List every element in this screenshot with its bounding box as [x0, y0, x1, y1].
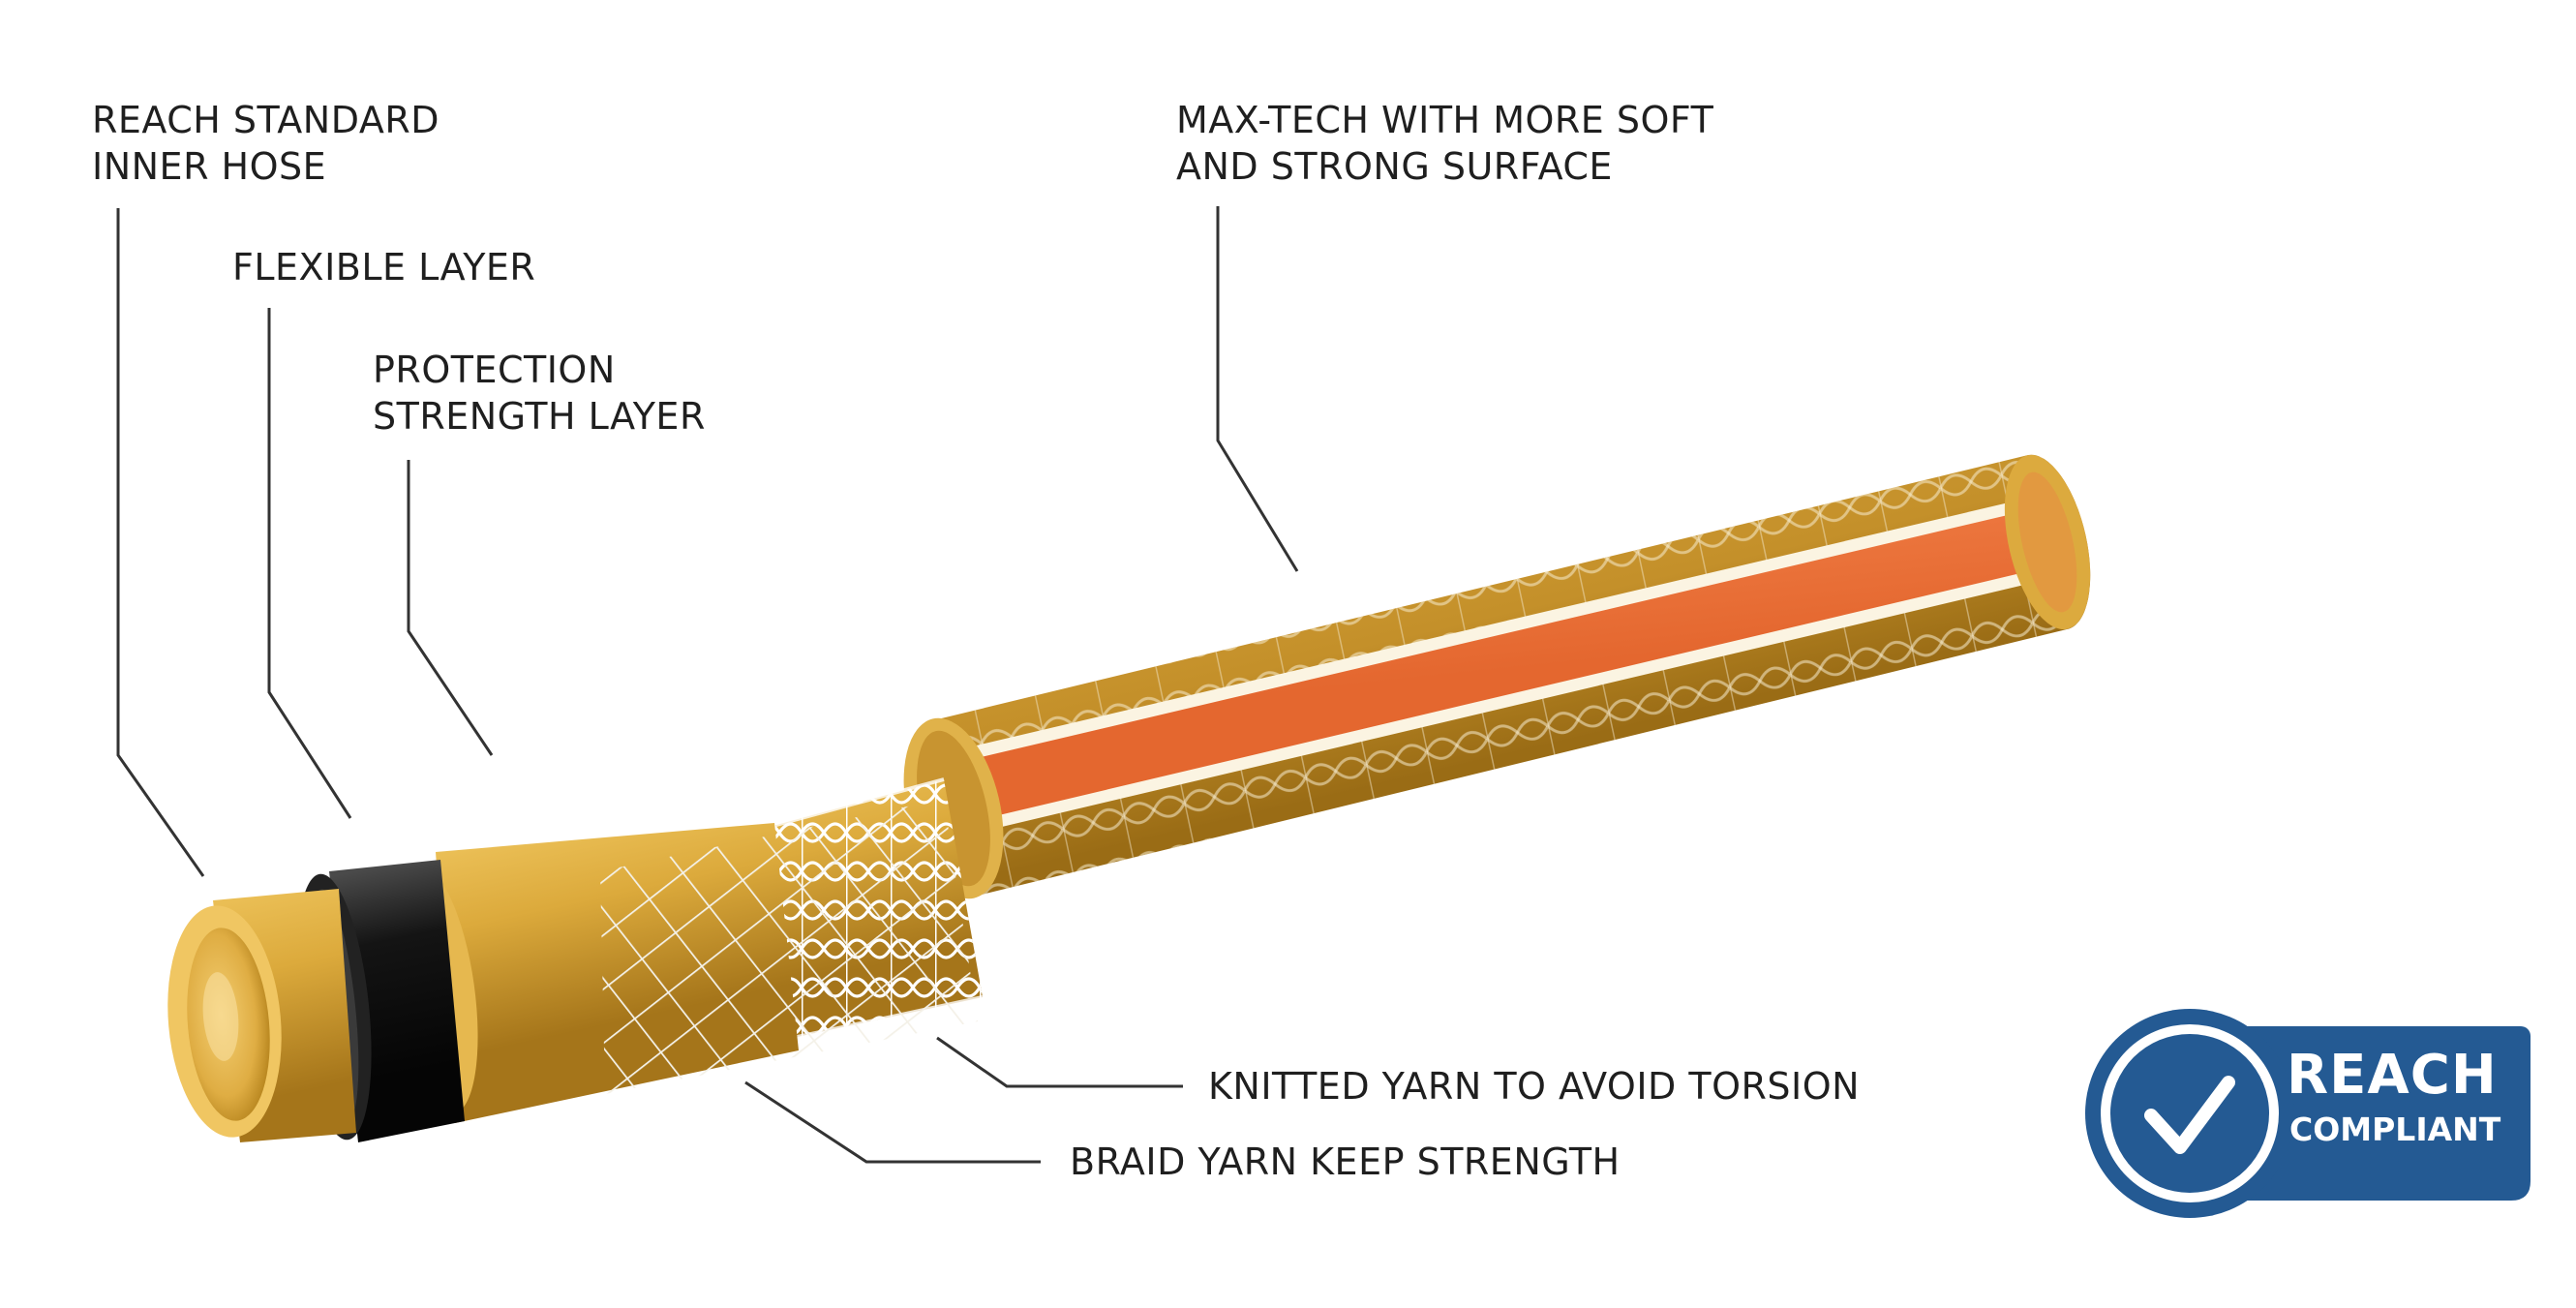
callout-inner-hose: REACH STANDARD INNER HOSE [92, 97, 439, 190]
callout-protection-layer-line2: STRENGTH LAYER [373, 395, 706, 438]
callout-braid-yarn-line1: BRAID YARN KEEP STRENGTH [1070, 1141, 1621, 1183]
leader-protection-layer [407, 460, 494, 756]
callout-flexible-layer: FLEXIBLE LAYER [232, 244, 535, 290]
callout-inner-hose-line1: REACH STANDARD [92, 99, 439, 141]
callout-flexible-layer-line1: FLEXIBLE LAYER [232, 246, 536, 289]
inner-hose [167, 889, 356, 1142]
callout-knitted-yarn: KNITTED YARN TO AVOID TORSION [1208, 1063, 1860, 1110]
leader-knitted-yarn [936, 1036, 1183, 1088]
outer-jacket [929, 454, 2091, 896]
callout-braid-yarn: BRAID YARN KEEP STRENGTH [1070, 1139, 1621, 1185]
reach-badge-shape [2085, 1009, 2531, 1218]
callout-inner-hose-line2: INNER HOSE [92, 145, 327, 188]
braid-yarn-layer [436, 799, 978, 1123]
callout-knitted-yarn-line1: KNITTED YARN TO AVOID TORSION [1208, 1065, 1861, 1108]
badge-subtitle: COMPLIANT [2289, 1110, 2501, 1148]
callout-max-tech-line1: MAX-TECH WITH MORE SOFT [1176, 99, 1714, 141]
badge-title: REACH [2287, 1044, 2498, 1107]
leader-flexible-layer [267, 308, 352, 819]
callout-protection-layer-line1: PROTECTION [373, 349, 616, 391]
callout-protection-layer: PROTECTION STRENGTH LAYER [373, 347, 706, 440]
leader-braid-yarn [744, 1080, 1041, 1164]
leader-inner-hose [116, 208, 205, 877]
callout-max-tech: MAX-TECH WITH MORE SOFT AND STRONG SURFA… [1176, 97, 1713, 190]
leader-lines [116, 206, 1299, 1164]
checkmark-icon [2144, 1076, 2235, 1154]
reach-compliant-badge: REACH COMPLIANT [2083, 1007, 2548, 1220]
leader-max-tech [1216, 206, 1299, 572]
callout-max-tech-line2: AND STRONG SURFACE [1176, 145, 1613, 188]
